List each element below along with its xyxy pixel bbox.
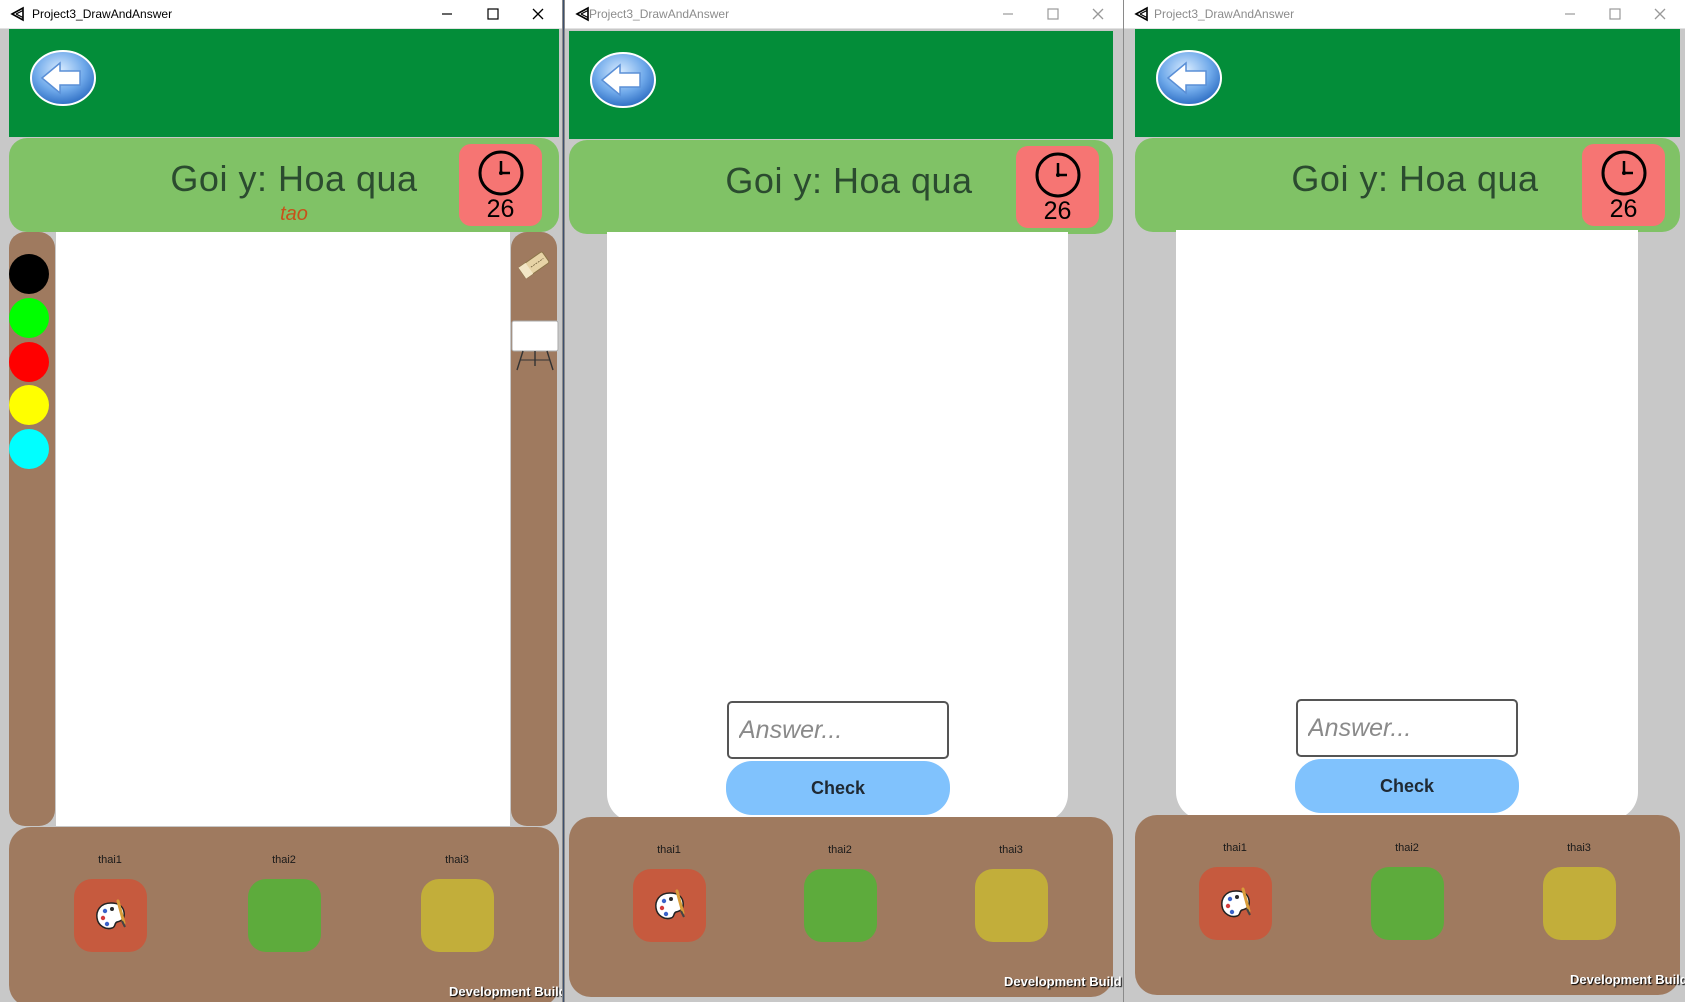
window-title: Project3_DrawAndAnswer bbox=[589, 7, 730, 21]
hint-label: Goi y: Hoa qua bbox=[725, 160, 973, 201]
tray-thai3[interactable] bbox=[1543, 867, 1616, 940]
tray-label-thai3: thai3 bbox=[999, 844, 1023, 856]
game-window-guesser-1: Project3_DrawAndAnswer Goi y: Hoa qua 26… bbox=[565, 0, 1125, 1002]
close-icon[interactable] bbox=[527, 4, 549, 24]
minimize-icon[interactable] bbox=[1559, 4, 1581, 24]
hint-bar: Goi y: Hoa qua 26 bbox=[1135, 138, 1680, 232]
tray-thai2[interactable] bbox=[804, 869, 877, 942]
timer-box: 26 bbox=[459, 144, 542, 226]
palette-icon bbox=[655, 889, 685, 920]
title-bar[interactable]: Project3_DrawAndAnswer bbox=[0, 0, 562, 29]
timer-count: 26 bbox=[1043, 197, 1072, 225]
back-arrow-icon[interactable] bbox=[30, 49, 96, 107]
development-build-label: Development Build bbox=[1004, 974, 1122, 989]
unity-icon bbox=[10, 6, 24, 22]
timer-box: 26 bbox=[1016, 146, 1099, 228]
development-build-label: Development Build bbox=[1570, 972, 1685, 987]
tray-label-thai1: thai1 bbox=[657, 844, 681, 856]
clock-icon bbox=[1035, 152, 1081, 198]
clock-icon bbox=[478, 150, 524, 196]
check-button[interactable]: Check bbox=[1295, 759, 1519, 813]
tray-thai3[interactable] bbox=[421, 879, 494, 952]
tray-thai1[interactable] bbox=[633, 869, 706, 942]
tray-thai3[interactable] bbox=[975, 869, 1048, 942]
color-black[interactable] bbox=[9, 254, 49, 294]
hint-label: Goi y: Hoa qua bbox=[170, 158, 418, 199]
back-arrow-icon[interactable] bbox=[1156, 49, 1222, 107]
window-title: Project3_DrawAndAnswer bbox=[32, 7, 173, 21]
top-header bbox=[569, 31, 1113, 139]
development-build-label: Development Build bbox=[449, 984, 562, 999]
hint-bar: Goi y: Hoa qua tao 26 bbox=[9, 138, 559, 232]
hint-label: Goi y: Hoa qua bbox=[1291, 158, 1539, 199]
timer-box: 26 bbox=[1582, 144, 1665, 226]
tray-label-thai3: thai3 bbox=[445, 854, 469, 866]
eraser-icon[interactable] bbox=[515, 246, 553, 284]
clock-icon bbox=[1601, 150, 1647, 196]
close-icon[interactable] bbox=[1649, 4, 1671, 24]
tray-label-thai2: thai2 bbox=[1395, 842, 1419, 854]
drawing-canvas[interactable] bbox=[56, 232, 510, 826]
color-cyan[interactable] bbox=[9, 429, 49, 469]
palette-icon bbox=[1221, 887, 1251, 918]
secret-word: tao bbox=[280, 203, 308, 225]
answer-input[interactable] bbox=[727, 701, 949, 759]
tray-thai2[interactable] bbox=[1371, 867, 1444, 940]
tray-label-thai1: thai1 bbox=[1223, 842, 1247, 854]
color-green[interactable] bbox=[9, 298, 49, 338]
top-header bbox=[1135, 29, 1680, 137]
top-header bbox=[9, 29, 559, 137]
check-button[interactable]: Check bbox=[726, 761, 950, 815]
tray-thai1[interactable] bbox=[74, 879, 147, 952]
color-palette-panel bbox=[9, 232, 55, 826]
back-arrow-icon[interactable] bbox=[590, 51, 656, 109]
bottom-panel: thai1 thai2 thai3 Development Build bbox=[1135, 815, 1685, 995]
window-title: Project3_DrawAndAnswer bbox=[1154, 7, 1295, 21]
timer-count: 26 bbox=[486, 195, 515, 223]
close-icon[interactable] bbox=[1087, 4, 1109, 24]
color-red[interactable] bbox=[9, 342, 49, 382]
palette-icon bbox=[96, 899, 126, 930]
tray-thai1[interactable] bbox=[1199, 867, 1272, 940]
game-window-guesser-2: Project3_DrawAndAnswer Goi y: Hoa qua 26… bbox=[1124, 0, 1685, 1002]
clear-board-icon[interactable] bbox=[511, 320, 559, 372]
maximize-icon[interactable] bbox=[1042, 4, 1064, 24]
game-window-drawer: Project3_DrawAndAnswer Goi y: Hoa qua ta… bbox=[0, 0, 562, 1002]
maximize-icon[interactable] bbox=[482, 4, 504, 24]
tools-panel bbox=[511, 232, 559, 826]
title-bar[interactable]: Project3_DrawAndAnswer bbox=[565, 0, 1125, 29]
tray-thai2[interactable] bbox=[248, 879, 321, 952]
unity-icon bbox=[1134, 6, 1148, 22]
tray-label-thai2: thai2 bbox=[828, 844, 852, 856]
hint-bar: Goi y: Hoa qua 26 bbox=[569, 140, 1113, 234]
bottom-panel: thai1 thai2 thai3 Development Build bbox=[9, 827, 562, 1002]
bottom-panel: thai1 thai2 thai3 Development Build bbox=[569, 817, 1122, 997]
color-yellow[interactable] bbox=[9, 385, 49, 425]
timer-count: 26 bbox=[1609, 195, 1638, 223]
minimize-icon[interactable] bbox=[997, 4, 1019, 24]
answer-input[interactable] bbox=[1296, 699, 1518, 757]
title-bar[interactable]: Project3_DrawAndAnswer bbox=[1124, 0, 1685, 29]
tray-label-thai1: thai1 bbox=[98, 854, 122, 866]
unity-icon bbox=[575, 6, 589, 22]
tray-label-thai3: thai3 bbox=[1567, 842, 1591, 854]
tray-label-thai2: thai2 bbox=[272, 854, 296, 866]
maximize-icon[interactable] bbox=[1604, 4, 1626, 24]
minimize-icon[interactable] bbox=[436, 4, 458, 24]
